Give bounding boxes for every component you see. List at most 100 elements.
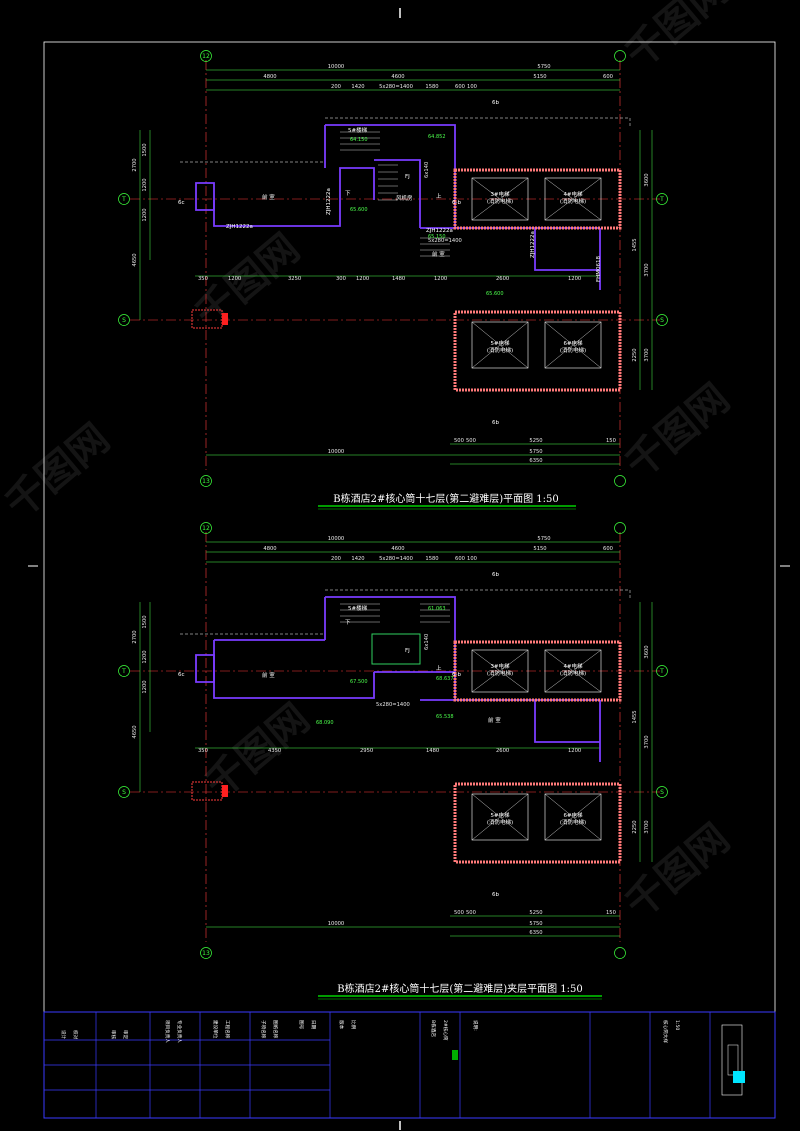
dim-mid-1480: 1480 [426,748,439,754]
label-elev4-sub: (消防电梯) [560,818,586,826]
level-mark: 67.500 [350,679,368,685]
elevator-shaft-bottom [453,310,622,392]
label-elev4: 6#电梯 [563,811,583,819]
shaft-fj-box [371,633,421,665]
dim-top-5150: 5150 [533,546,546,552]
level-mark: 68.637 [436,676,454,682]
label-wind-room: 风机房 [396,194,413,202]
dimension-chain-bottom [206,915,620,937]
dim-top-600: 600 [603,546,613,552]
dim-mid-1480: 1480 [392,276,405,282]
dimension-chain-left [139,602,151,792]
tb-notes-label: 说明: [472,1020,479,1031]
tb-drawing-name: 2#核心筒 [442,1020,449,1041]
label-door2: ZJH1222a [226,224,253,230]
elevator-shaft-bottom [453,782,622,864]
tb-column: 图号 [298,1020,304,1030]
grid-label-left-s: S [122,789,126,796]
grid-bubble-top [200,50,212,62]
dim-bot-5750: 5750 [529,449,542,455]
dim-left-1200b: 1200 [142,680,148,693]
dim-bot-5250: 5250 [529,910,542,916]
grid-bubble-left-t [118,193,130,205]
dim-top-10000: 10000 [328,64,345,70]
label-elev2: 4#电梯 [563,190,583,198]
key-plan [721,1024,743,1096]
railing-top [325,589,631,600]
label-elev2-sub: (消防电梯) [560,197,586,205]
grid-bubble-right-t [656,193,668,205]
label-stair-down: 下 [345,619,351,626]
floor-plan-17f-mezzanine: 12 13 T S T S 10000 5750 4800 4600 5150 … [118,522,668,1000]
label-elev4: 6#电梯 [563,339,583,347]
label-elev2-sub: (消防电梯) [560,669,586,677]
tb-role: 专业负责人 [176,1020,183,1043]
dim-right-1455: 1455 [632,238,638,251]
dim-top-200: 200 [331,84,341,90]
grid-bubble-bottom [200,475,212,487]
label-door3: ZJH1222a [426,228,453,234]
dim-right-3700b: 3700 [644,348,650,361]
dim-right-1455: 1455 [632,710,638,723]
dim-bot-150: 150 [606,910,616,916]
dim-mid-1200: 1200 [568,748,581,754]
watermark-text: 千图网 [0,415,118,527]
stair-treads [340,131,450,257]
dim-mid-2950: 2950 [360,748,373,754]
grid-label-left-t: T [121,668,126,675]
grid-label-right-t: T [659,668,664,675]
label-elev3-sub: (消防电梯) [487,818,513,826]
grid-label-right-s: S [660,789,664,796]
title-block-dividers [44,1012,711,1118]
dim-bot-500b: 500 [466,438,476,444]
watermark-text: 千图网 [617,375,738,487]
label-elev4-sub: (消防电梯) [560,346,586,354]
dim-top-600: 600 [603,74,613,80]
dim-bot-150: 150 [606,438,616,444]
column-marker-fill [222,785,228,797]
grid-label-right-s: S [660,317,664,324]
dim-bot-500: 500 [454,910,464,916]
label-elev3-sub: (消防电梯) [487,346,513,354]
dim-top-1420: 1420 [351,84,364,90]
dim-bot-5750: 5750 [529,921,542,927]
grid-bubble-left-t [118,665,130,677]
dimension-chain-top [206,69,620,91]
tb-role: 审定 [122,1030,129,1040]
label-fj: FJ [405,648,410,654]
dim-top-1580: 1580 [425,84,438,90]
label-door4: ZJH1222a [530,231,536,258]
dim-bot-10000: 10000 [328,921,345,927]
label-tag-right: FHM0618 [596,255,602,282]
label-fj: FJ [405,174,410,180]
tb-column: 日期 [310,1020,316,1030]
label-tag-left: 6c [178,672,185,678]
grid-label-top: 12 [202,525,210,532]
level-mark: 65.600 [486,291,504,297]
column-marker-fill [222,313,228,325]
grid-bubble-bottom-right [614,475,626,487]
tb-column: 建设单位 [212,1020,219,1039]
dim-right-3700: 3700 [644,735,650,748]
label-step-runs: 6x140 [424,162,430,178]
label-lobby: 前 室 [262,671,275,679]
level-mark: 65.538 [436,714,454,720]
grid-bubble-right-t [656,665,668,677]
dim-right-2250: 2250 [632,348,638,361]
dim-mid-1200b: 1200 [356,276,369,282]
label-elev1: 3#电梯 [490,190,510,198]
label-elev3: 5#电梯 [490,811,510,819]
dimension-chain-bottom [206,443,620,465]
grid-bubble-right-s [656,786,668,798]
tb-column: 比例 [350,1020,357,1030]
dim-left-1500: 1500 [142,143,148,156]
key-plan-highlight [733,1071,745,1083]
title-block: 设计 校对 审核 审定 项目负责人 专业负责人 建设单位 工程名称 子项名称 图… [43,1011,776,1119]
level-mark: 68.090 [316,720,334,726]
level-mark: 61.063 [428,606,446,612]
dim-top-10000: 10000 [328,536,345,542]
dimension-chain-right [639,602,653,862]
tb-role: 校对 [72,1030,79,1040]
grid-bubble-left-s [118,786,130,798]
dim-mid-1200d: 1200 [568,276,581,282]
